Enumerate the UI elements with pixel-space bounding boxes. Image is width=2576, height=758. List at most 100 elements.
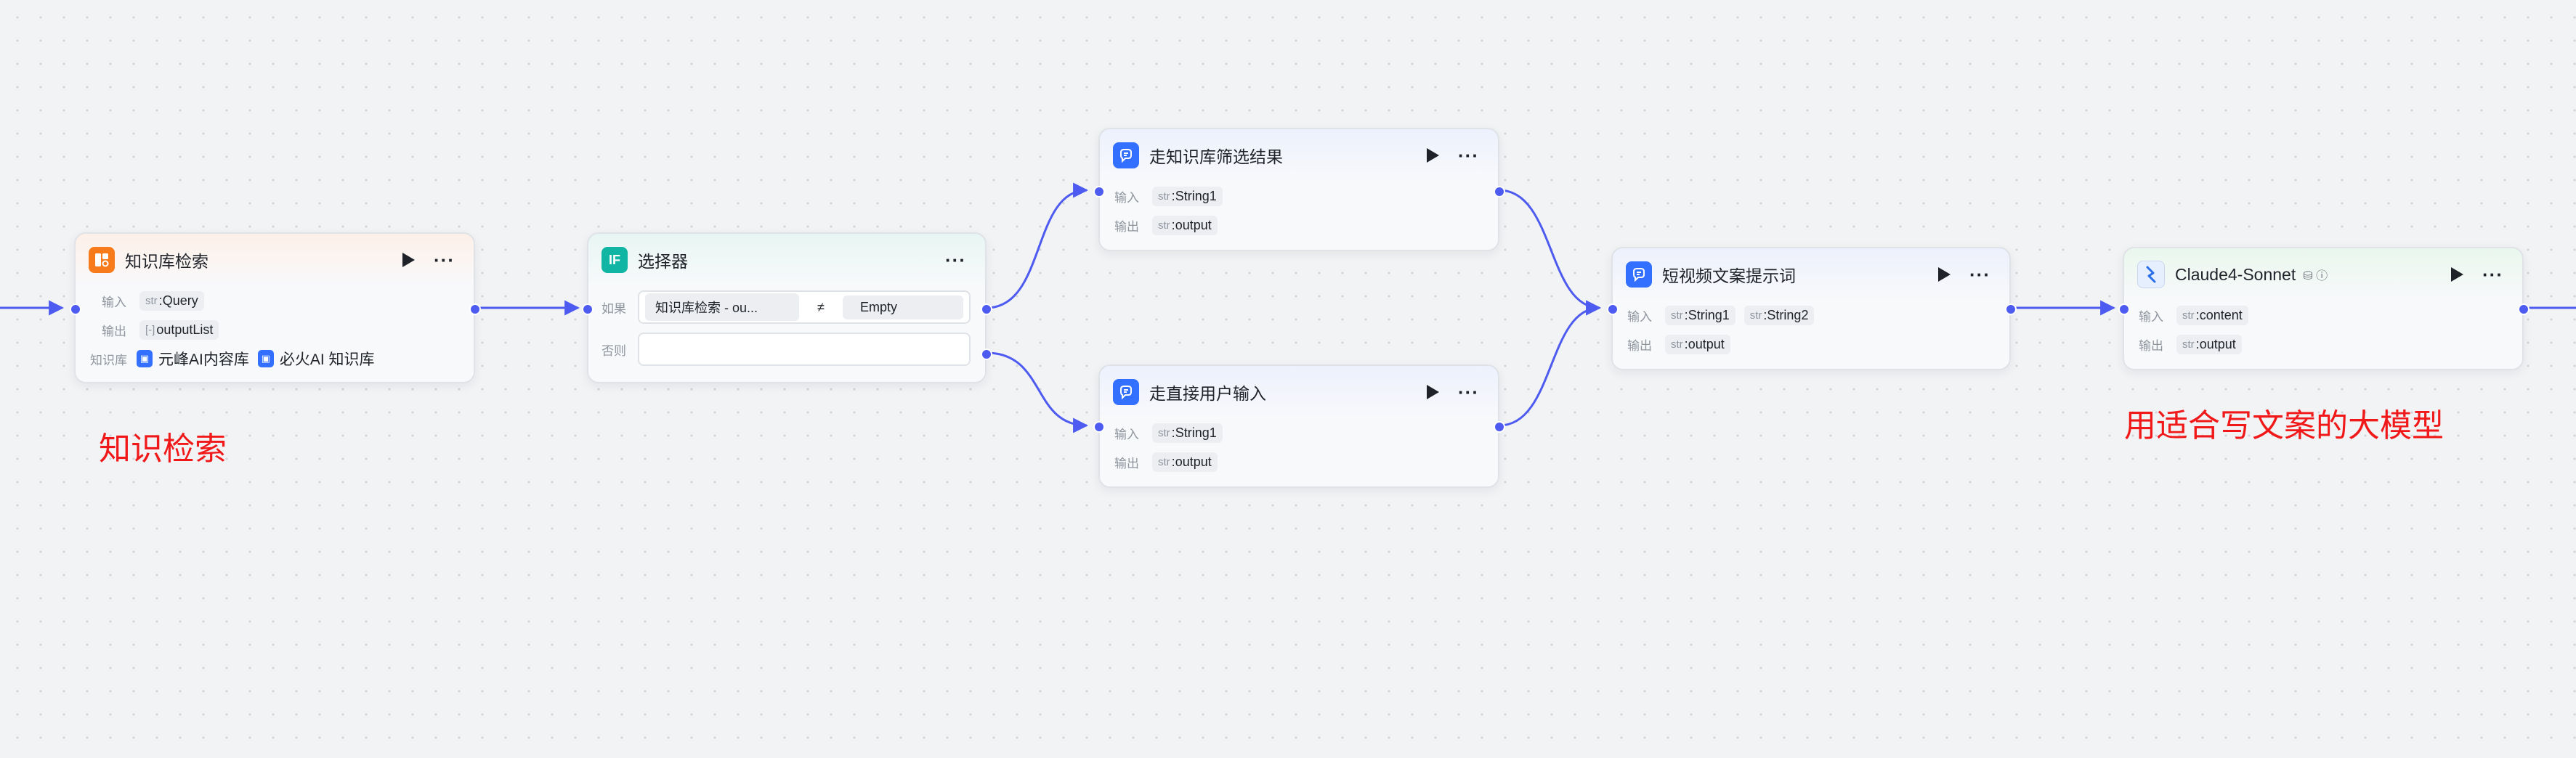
input-row: 输入 str:String1 xyxy=(1100,182,1498,211)
more-options-icon[interactable]: ··· xyxy=(2482,264,2503,285)
kb-item[interactable]: ▣元峰AI内容库 xyxy=(137,348,249,370)
row-label: 输入 xyxy=(1114,427,1139,441)
edge-direct-to-prompt xyxy=(1499,300,1602,427)
output-port[interactable] xyxy=(2005,303,2017,315)
if-row: 如果 知识库检索 - ou... ≠ Empty xyxy=(588,286,985,328)
variable-chip: str:String1 xyxy=(1152,186,1223,206)
node-title: 选择器 xyxy=(638,252,688,271)
output-row: 输出 str:output xyxy=(2124,330,2522,359)
output-row: 输出 str:output xyxy=(1613,330,2009,359)
node-prompt[interactable]: 短视频文案提示词 ··· 输入 str:String1 str:String2 … xyxy=(1611,247,2011,370)
kb-search-icon xyxy=(89,247,115,273)
else-output-port[interactable] xyxy=(981,349,992,360)
input-row: 输入 str:content xyxy=(2124,301,2522,330)
variable-chip: str:String1 xyxy=(1665,305,1735,325)
variable-chip: str:output xyxy=(1152,452,1218,472)
node-header: Claude4-Sonnet ⛁ ⓘ ··· xyxy=(2124,248,2522,301)
input-port[interactable] xyxy=(1093,421,1105,433)
node-title: 走知识库筛选结果 xyxy=(1149,147,1283,166)
input-port[interactable] xyxy=(582,303,594,315)
node-kb-search[interactable]: 知识库检索 ··· 输入 str:Query 输出 [-]outputList … xyxy=(74,232,475,383)
node-selector[interactable]: IF 选择器 ··· 如果 知识库检索 - ou... ≠ Empty 否则 xyxy=(587,232,987,383)
node-title: Claude4-Sonnet xyxy=(2175,264,2296,284)
variable-chip: str:content xyxy=(2176,305,2248,325)
node-direct-input[interactable]: 走直接用户输入 ··· 输入 str:String1 输出 str:output xyxy=(1098,364,1499,488)
output-row: 输出 str:output xyxy=(1100,211,1498,240)
run-node-button[interactable] xyxy=(1427,385,1440,399)
output-port[interactable] xyxy=(1494,186,1505,197)
node-header: 知识库检索 ··· xyxy=(76,234,474,286)
text-process-icon xyxy=(1113,142,1139,168)
condition-operator[interactable]: ≠ xyxy=(817,299,825,314)
row-label: 输出 xyxy=(1627,338,1652,353)
annotation-llm-choice: 用适合写文案的大模型 xyxy=(2124,408,2444,444)
node-kb-result[interactable]: 走知识库筛选结果 ··· 输入 str:String1 输出 str:outpu… xyxy=(1098,128,1499,251)
input-port[interactable] xyxy=(1093,186,1105,197)
condition-box[interactable]: 知识库检索 - ou... ≠ Empty xyxy=(638,290,971,324)
kb-icon: ▣ xyxy=(257,350,274,367)
text-process-icon xyxy=(1626,261,1652,288)
input-row: 输入 str:String1 str:String2 xyxy=(1613,301,2009,330)
output-port[interactable] xyxy=(1494,421,1505,433)
row-label: 输入 xyxy=(1114,190,1139,205)
row-label: 输入 xyxy=(102,295,126,309)
kb-item[interactable]: ▣必火AI 知识库 xyxy=(257,348,375,370)
variable-chip: [-]outputList xyxy=(139,319,219,340)
input-port[interactable] xyxy=(1607,303,1619,315)
input-row: 输入 str:String1 xyxy=(1100,418,1498,447)
variable-chip: str:output xyxy=(1665,334,1730,354)
edge-selector-if xyxy=(986,182,1089,309)
row-label: 输出 xyxy=(102,324,126,338)
run-node-button[interactable] xyxy=(402,253,416,267)
output-row: 输出 [-]outputList xyxy=(76,315,474,344)
edge-kbresult-to-prompt xyxy=(1499,189,1602,316)
node-llm[interactable]: Claude4-Sonnet ⛁ ⓘ ··· 输入 str:content 输出… xyxy=(2123,247,2524,370)
input-port[interactable] xyxy=(2118,303,2130,315)
edge-selector-else xyxy=(986,351,1089,433)
output-port[interactable] xyxy=(2518,303,2530,315)
run-node-button[interactable] xyxy=(2451,267,2464,282)
node-title: 走直接用户输入 xyxy=(1149,384,1266,403)
llm-model-icon xyxy=(2137,261,2165,288)
row-label: 否则 xyxy=(602,343,626,358)
node-header: 走直接用户输入 ··· xyxy=(1100,366,1498,418)
node-header: 短视频文案提示词 ··· xyxy=(1613,248,2009,301)
node-header: 走知识库筛选结果 ··· xyxy=(1100,129,1498,182)
row-label: 知识库 xyxy=(90,353,127,367)
if-icon: IF xyxy=(602,247,628,273)
text-process-icon xyxy=(1113,379,1139,405)
condition-value[interactable]: Empty xyxy=(843,295,963,319)
variable-chip: str:output xyxy=(1152,215,1218,235)
row-label: 输入 xyxy=(2139,309,2163,324)
kb-row: 知识库 ▣元峰AI内容库 ▣必火AI 知识库 xyxy=(76,344,474,373)
node-title: 知识库检索 xyxy=(125,252,208,271)
run-node-button[interactable] xyxy=(1427,148,1440,163)
else-row: 否则 xyxy=(588,328,985,370)
variable-chip: str:Query xyxy=(139,290,204,311)
more-options-icon[interactable]: ··· xyxy=(434,249,455,271)
more-options-icon[interactable]: ··· xyxy=(1969,264,1990,285)
row-label: 输出 xyxy=(2139,338,2163,353)
output-port[interactable] xyxy=(469,303,481,315)
more-options-icon[interactable]: ··· xyxy=(945,249,966,271)
variable-chip: str:output xyxy=(2176,334,2242,354)
more-options-icon[interactable]: ··· xyxy=(1458,144,1479,166)
row-label: 输出 xyxy=(1114,219,1139,234)
variable-chip: str:String2 xyxy=(1743,305,1815,325)
input-port[interactable] xyxy=(70,303,81,315)
row-label: 如果 xyxy=(602,301,626,316)
else-box[interactable] xyxy=(638,333,971,366)
kb-icon: ▣ xyxy=(137,350,153,367)
output-row: 输出 str:output xyxy=(1100,447,1498,476)
model-info-icon[interactable]: ⛁ ⓘ xyxy=(2303,270,2328,282)
row-label: 输入 xyxy=(1627,309,1652,324)
if-output-port[interactable] xyxy=(981,303,992,315)
more-options-icon[interactable]: ··· xyxy=(1458,381,1479,403)
row-label: 输出 xyxy=(1114,456,1139,470)
variable-chip: str:String1 xyxy=(1152,423,1223,443)
run-node-button[interactable] xyxy=(1938,267,1951,282)
input-row: 输入 str:Query xyxy=(76,286,474,315)
node-header: IF 选择器 ··· xyxy=(588,234,985,286)
node-title: 短视频文案提示词 xyxy=(1662,266,1796,285)
condition-variable[interactable]: 知识库检索 - ou... xyxy=(645,293,799,321)
